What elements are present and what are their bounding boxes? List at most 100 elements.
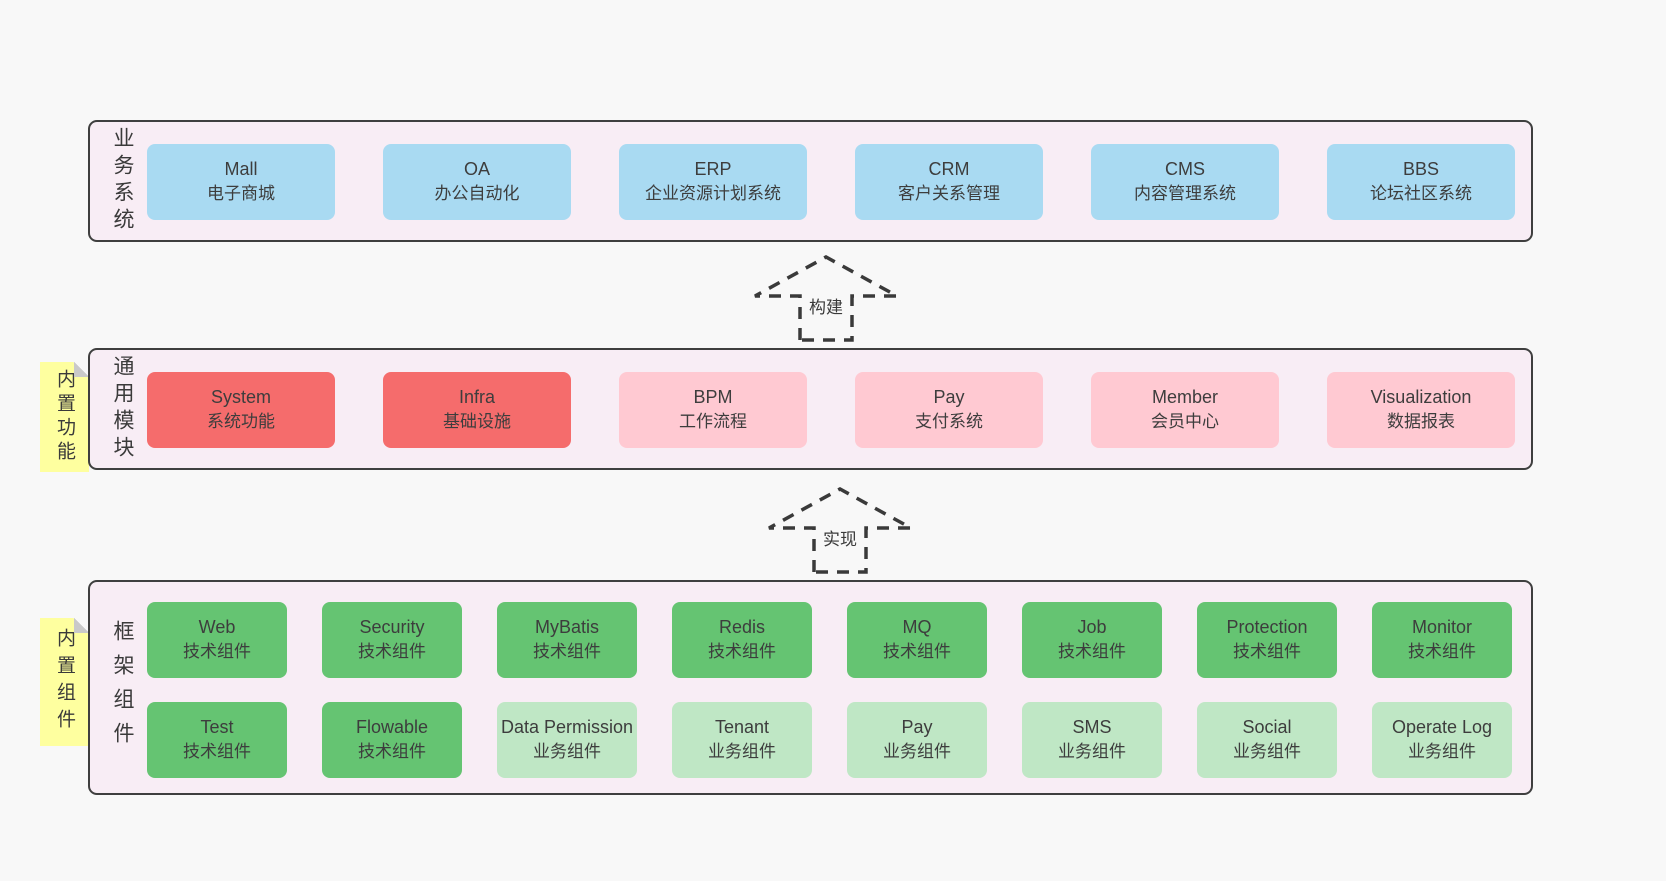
box-title: Web <box>198 617 236 638</box>
box-subtitle: 技术组件 <box>708 641 776 661</box>
box-subtitle: 业务组件 <box>533 741 601 761</box>
box-title: Redis <box>718 617 766 638</box>
box-security: Security 技术组件 <box>322 602 462 678</box>
box-monitor: Monitor 技术组件 <box>1372 602 1512 678</box>
box-tenant: Tenant 业务组件 <box>672 702 812 778</box>
arrow-implement-label: 实现 <box>819 524 861 551</box>
box-title: Pay <box>901 717 933 738</box>
box-title: Operate Log <box>1391 717 1493 738</box>
layer-framework-components: 框架组件 Web 技术组件 Security 技术组件 MyBatis 技术组件… <box>88 580 1533 795</box>
box-pay-business: Pay 业务组件 <box>847 702 987 778</box>
box-subtitle: 数据报表 <box>1387 411 1455 431</box>
box-title: BPM <box>693 387 733 408</box>
box-title: Member <box>1151 387 1218 408</box>
box-member: Member 会员中心 <box>1091 372 1279 448</box>
box-subtitle: 技术组件 <box>183 641 251 661</box>
box-sms: SMS 业务组件 <box>1022 702 1162 778</box>
box-title: Infra <box>458 387 496 408</box>
box-subtitle: 业务组件 <box>1408 741 1476 761</box>
box-oa: OA 办公自动化 <box>383 144 571 220</box>
box-subtitle: 基础设施 <box>443 411 511 431</box>
box-subtitle: 内容管理系统 <box>1134 183 1236 203</box>
box-mall: Mall 电子商城 <box>147 144 335 220</box>
box-subtitle: 办公自动化 <box>434 183 520 203</box>
box-title: Monitor <box>1411 617 1473 638</box>
arrow-build-label: 构建 <box>805 292 847 319</box>
box-subtitle: 论坛社区系统 <box>1370 183 1472 203</box>
box-title: MQ <box>902 617 932 638</box>
box-crm: CRM 客户关系管理 <box>855 144 1043 220</box>
box-subtitle: 技术组件 <box>883 641 951 661</box>
box-subtitle: 客户关系管理 <box>898 183 1000 203</box>
box-system: System 系统功能 <box>147 372 335 448</box>
box-subtitle: 技术组件 <box>533 641 601 661</box>
business-systems-row: Mall 电子商城 OA 办公自动化 ERP 企业资源计划系统 CRM 客户关系… <box>147 144 1515 220</box>
box-subtitle: 业务组件 <box>883 741 951 761</box>
box-title: SMS <box>1072 717 1112 738</box>
dashed-up-arrow-icon <box>754 255 898 342</box>
box-cms: CMS 内容管理系统 <box>1091 144 1279 220</box>
arrow-implement: 实现 <box>765 486 915 574</box>
tag-label: 内置功能 <box>54 369 75 465</box>
common-modules-row: System 系统功能 Infra 基础设施 BPM 工作流程 Pay 支付系统… <box>147 372 1515 448</box>
box-subtitle: 会员中心 <box>1151 411 1219 431</box>
box-title: MyBatis <box>534 617 599 638</box>
box-title: ERP <box>694 159 732 180</box>
box-subtitle: 业务组件 <box>1233 741 1301 761</box>
layer-label-business-systems: 业务系统 <box>111 127 134 235</box>
arrow-build: 构建 <box>751 254 901 342</box>
box-subtitle: 电子商城 <box>207 183 275 203</box>
box-subtitle: 技术组件 <box>358 741 426 761</box>
box-title: Job <box>1077 617 1107 638</box>
box-subtitle: 技术组件 <box>1058 641 1126 661</box>
box-web: Web 技术组件 <box>147 602 287 678</box>
layer-common-modules: 通用模块 System 系统功能 Infra 基础设施 BPM 工作流程 Pay… <box>88 348 1533 470</box>
box-test: Test 技术组件 <box>147 702 287 778</box>
box-title: System <box>210 387 271 408</box>
box-title: Visualization <box>1370 387 1472 408</box>
box-subtitle: 技术组件 <box>183 741 251 761</box>
box-visualization: Visualization 数据报表 <box>1327 372 1515 448</box>
box-flowable: Flowable 技术组件 <box>322 702 462 778</box>
tag-built-in-features: 内置功能 <box>40 362 89 472</box>
box-mq: MQ 技术组件 <box>847 602 987 678</box>
framework-components-row-1: Web 技术组件 Security 技术组件 MyBatis 技术组件 Redi… <box>147 602 1512 678</box>
framework-components-row-2: Test 技术组件 Flowable 技术组件 Data Permission … <box>147 702 1512 778</box>
box-operate-log: Operate Log 业务组件 <box>1372 702 1512 778</box>
box-infra: Infra 基础设施 <box>383 372 571 448</box>
box-title: Protection <box>1226 617 1308 638</box>
box-mybatis: MyBatis 技术组件 <box>497 602 637 678</box>
dashed-up-arrow-icon <box>768 487 912 574</box>
box-title: Social <box>1242 717 1292 738</box>
box-title: BBS <box>1402 159 1440 180</box>
box-title: OA <box>463 159 490 180</box>
box-subtitle: 技术组件 <box>1408 641 1476 661</box>
box-bpm: BPM 工作流程 <box>619 372 807 448</box>
box-title: CRM <box>928 159 970 180</box>
tag-label: 内置组件 <box>54 628 75 736</box>
box-title: Data Permission <box>500 717 634 738</box>
box-erp: ERP 企业资源计划系统 <box>619 144 807 220</box>
box-subtitle: 技术组件 <box>358 641 426 661</box>
box-subtitle: 工作流程 <box>679 411 747 431</box>
box-title: Mall <box>224 159 258 180</box>
box-title: Security <box>359 617 425 638</box>
box-protection: Protection 技术组件 <box>1197 602 1337 678</box>
box-title: CMS <box>1165 159 1205 180</box>
box-subtitle: 业务组件 <box>1058 741 1126 761</box>
box-data-permission: Data Permission 业务组件 <box>497 702 637 778</box>
tag-built-in-components: 内置组件 <box>40 618 89 746</box>
box-pay: Pay 支付系统 <box>855 372 1043 448</box>
layer-label-framework-components: 框架组件 <box>111 619 134 756</box>
box-title: Tenant <box>714 717 770 738</box>
box-job: Job 技术组件 <box>1022 602 1162 678</box>
layer-business-systems: 业务系统 Mall 电子商城 OA 办公自动化 ERP 企业资源计划系统 CRM… <box>88 120 1533 242</box>
box-bbs: BBS 论坛社区系统 <box>1327 144 1515 220</box>
box-redis: Redis 技术组件 <box>672 602 812 678</box>
box-social: Social 业务组件 <box>1197 702 1337 778</box>
box-subtitle: 系统功能 <box>207 411 275 431</box>
box-title: Pay <box>933 387 965 408</box>
box-subtitle: 业务组件 <box>708 741 776 761</box>
box-title: Test <box>200 717 234 738</box>
